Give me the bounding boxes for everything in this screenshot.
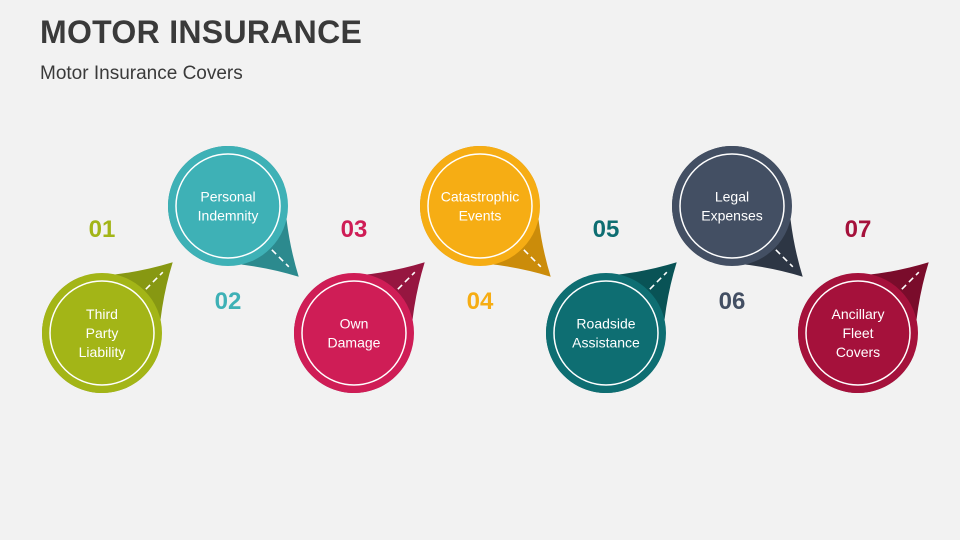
cover-label-line: Events xyxy=(459,208,502,224)
inner-ring xyxy=(301,280,407,386)
dashed-connector xyxy=(145,271,164,290)
cover-label-line: Fleet xyxy=(842,325,873,341)
cover-label-line: Liability xyxy=(79,344,126,360)
cover-number: 06 xyxy=(719,288,746,315)
dashed-connector xyxy=(271,249,290,268)
cover-number: 05 xyxy=(593,216,620,243)
cover-label-line: Covers xyxy=(836,344,880,360)
cover-number: 02 xyxy=(215,288,242,315)
cover-label-line: Ancillary xyxy=(832,306,885,322)
inner-ring xyxy=(553,280,659,386)
page-title: MOTOR INSURANCE xyxy=(40,14,363,50)
inner-ring xyxy=(49,280,155,386)
inner-ring xyxy=(679,153,785,259)
dashed-connector xyxy=(901,271,920,290)
cover-label-line: Expenses xyxy=(701,208,762,224)
inner-ring xyxy=(175,153,281,259)
cover-label-line: Roadside xyxy=(576,316,635,332)
dashed-connector xyxy=(397,271,416,290)
cover-label-line: Damage xyxy=(328,335,381,351)
cover-label-line: Party xyxy=(86,325,119,341)
dashed-connector xyxy=(523,249,542,268)
cover-label-line: Catastrophic xyxy=(441,189,520,205)
cover-number: 01 xyxy=(89,216,116,243)
page-subtitle: Motor Insurance Covers xyxy=(40,63,243,84)
dashed-connector xyxy=(649,271,668,290)
inner-ring xyxy=(427,153,533,259)
dashed-connector xyxy=(775,249,794,268)
inner-ring xyxy=(805,280,911,386)
cover-number: 04 xyxy=(467,288,494,315)
cover-label-line: Third xyxy=(86,306,118,322)
cover-number: 03 xyxy=(341,216,368,243)
cover-label-line: Personal xyxy=(200,189,255,205)
cover-label-line: Own xyxy=(340,316,369,332)
cover-label-line: Legal xyxy=(715,189,749,205)
cover-number: 07 xyxy=(845,216,872,243)
cover-label-line: Indemnity xyxy=(198,208,259,224)
cover-label-line: Assistance xyxy=(572,335,640,351)
